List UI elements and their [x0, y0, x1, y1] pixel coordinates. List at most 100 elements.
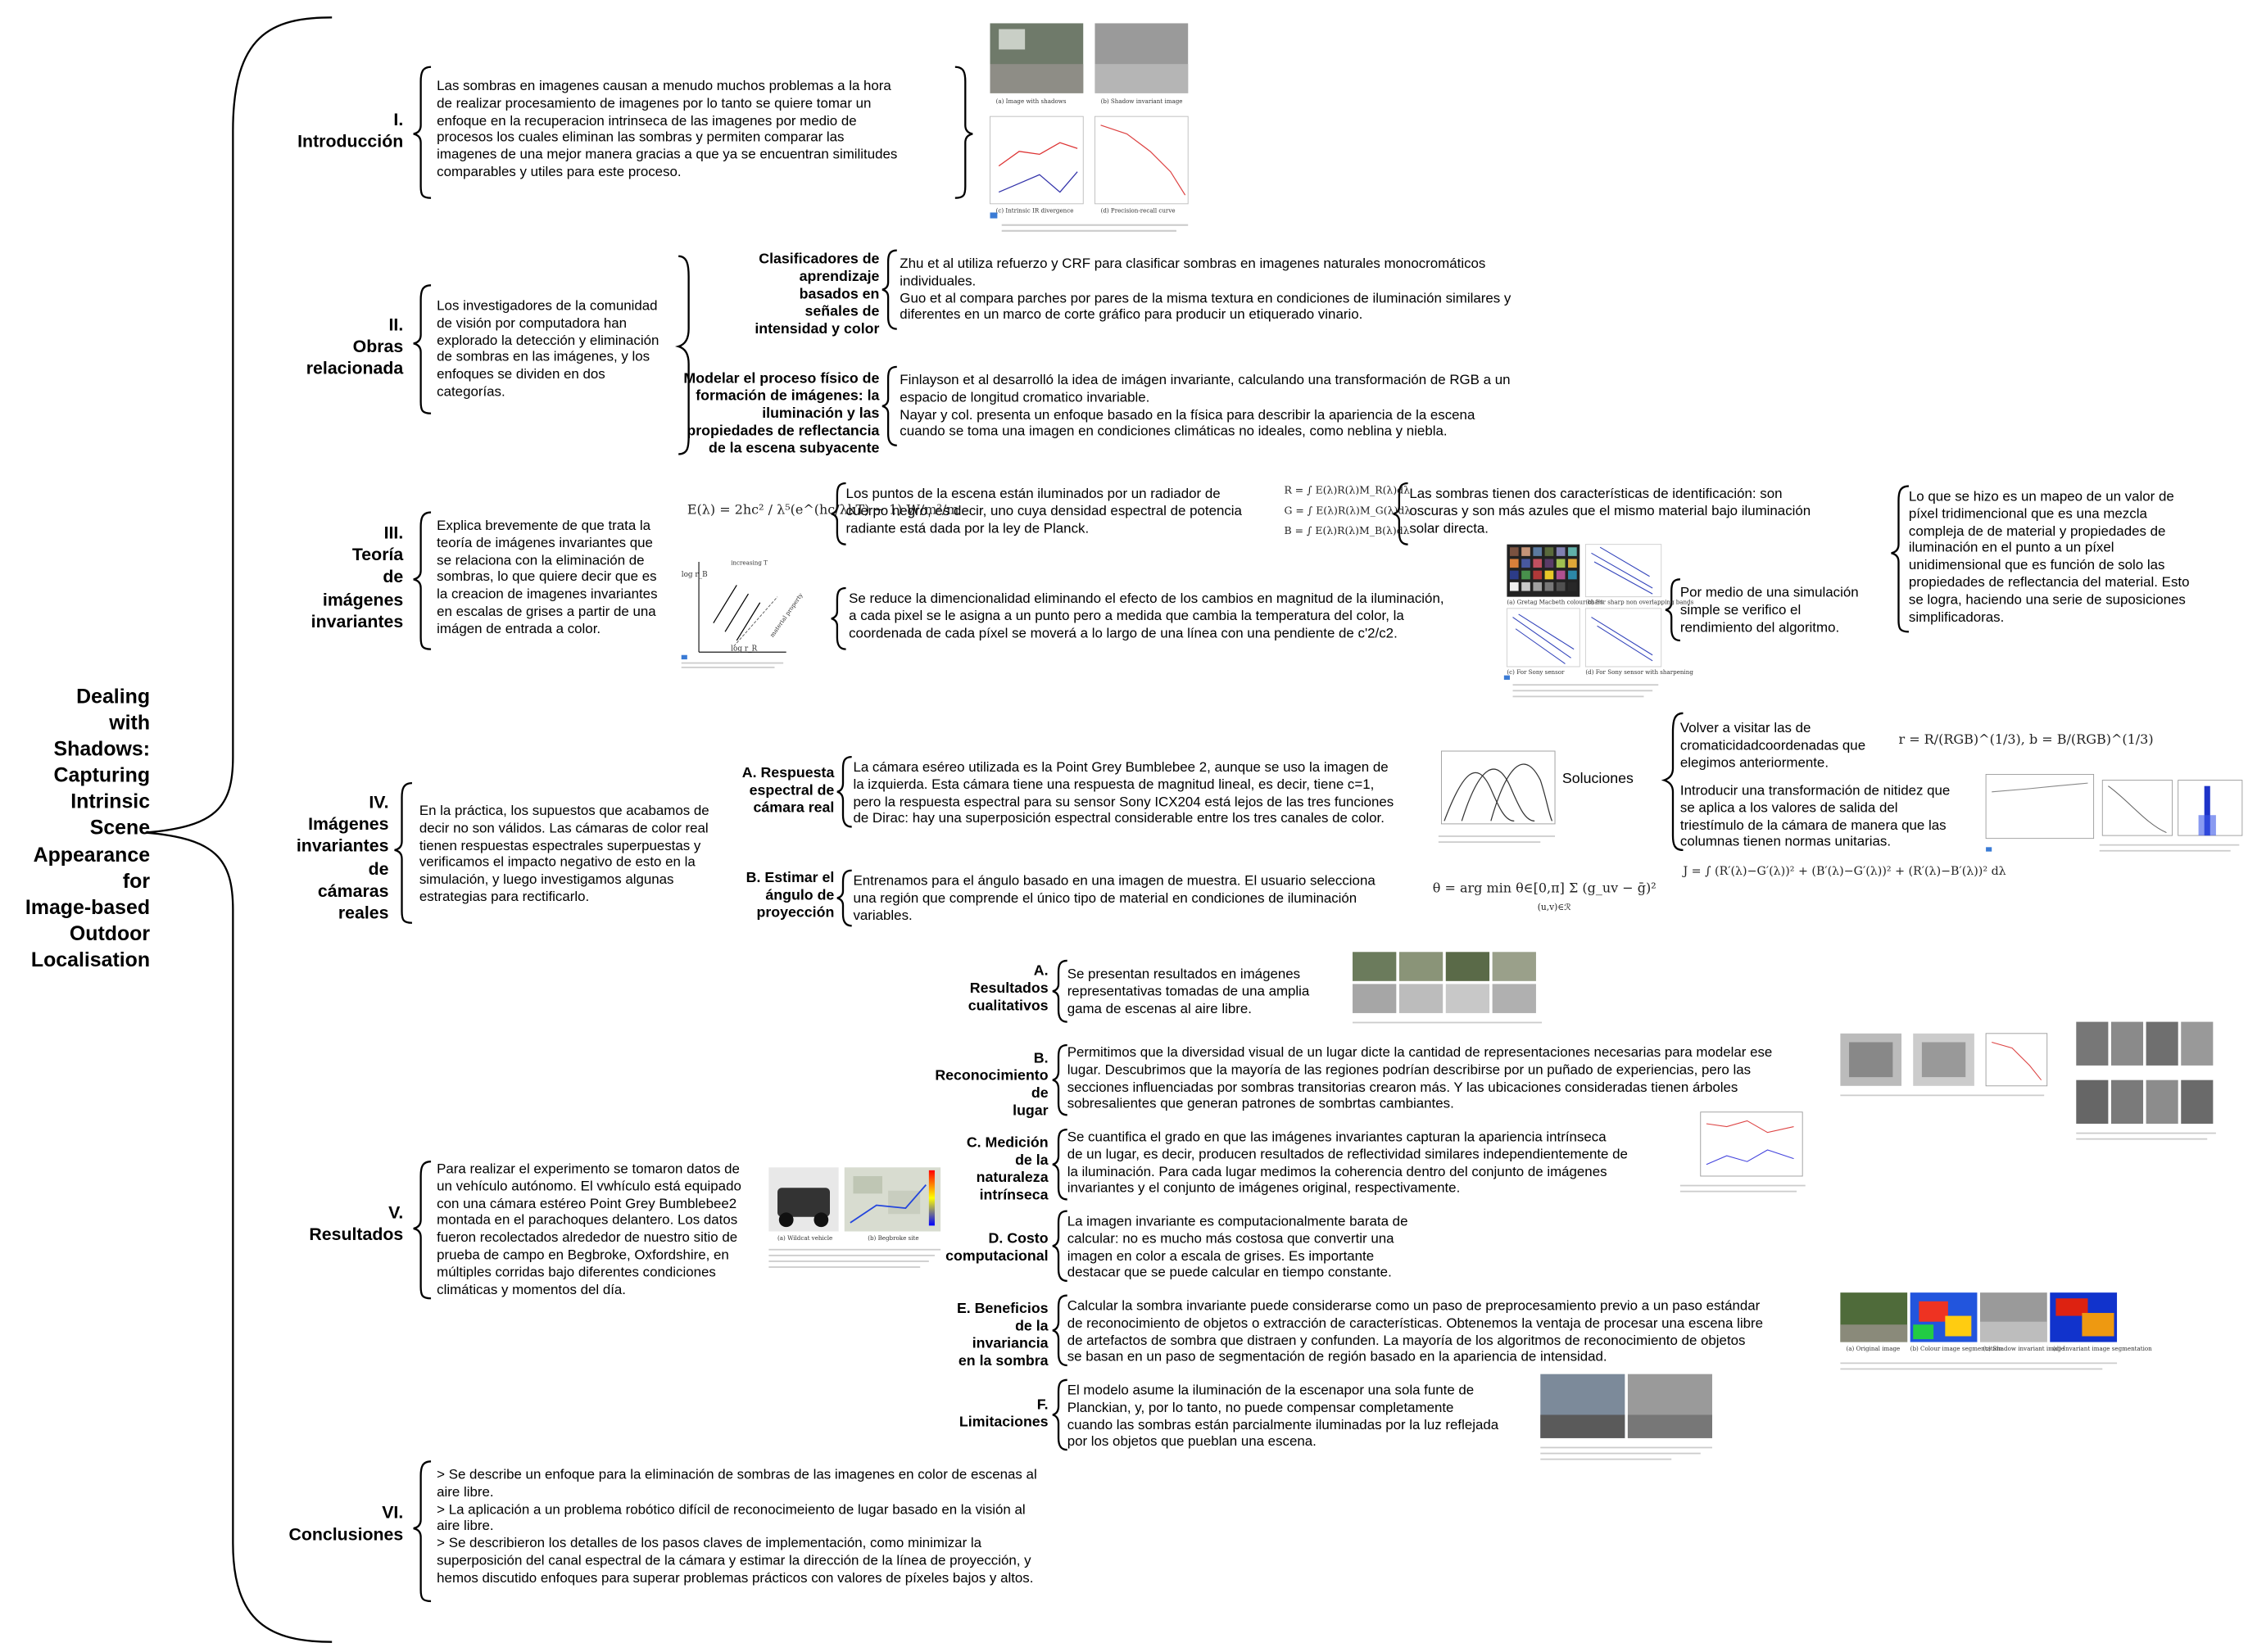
angle-equation: θ = arg min θ∈[0,π] Σ (g_uv − ḡ)² — [1432, 881, 1657, 897]
colour-swatch — [1521, 570, 1530, 580]
figure-caption: (c) Shadow invariant image — [1983, 1345, 2064, 1353]
colour-swatch — [1509, 547, 1519, 556]
colour-swatch — [1568, 559, 1577, 568]
section-title-conclusiones: VI.Conclusiones — [288, 1502, 404, 1545]
simulation-figure: (a) Gretag Macbeth colour chart (b) For … — [1501, 539, 1693, 717]
colour-swatch — [1521, 559, 1530, 568]
sharpening-equation: J = ∫ (R′(λ)−G′(λ))² + (B′(λ)−G′(λ))² + … — [1683, 864, 2006, 878]
colour-swatch — [1533, 547, 1543, 556]
vehicle-figure: (a) Wildcat vehicle (b) Begbroke site — [766, 1165, 944, 1299]
figure-caption: (a) Image with shadows — [995, 97, 1067, 105]
section-text-conclusiones: > Se describe un enfoque para la elimina… — [437, 1467, 1037, 1586]
section-text-resultados: Para realizar el experimento se tomaron … — [437, 1161, 741, 1298]
reduce-text: Se reduce la dimencionalidad eliminando … — [849, 591, 1444, 642]
colour-swatch — [1568, 570, 1577, 580]
sub-text-clasificadores: Zhu et al utiliza refuerzo y CRF para cl… — [900, 256, 1512, 324]
solution-2-text: Introducir una transformación de nitidez… — [1679, 783, 1951, 851]
colour-swatch — [1556, 559, 1566, 568]
section-title-resultados: V.Resultados — [309, 1202, 404, 1245]
figure-caption: (a) Gretag Macbeth colour chart — [1507, 598, 1603, 606]
colour-swatch — [1556, 570, 1566, 580]
figure-caption: (b) Colour image segmentation — [1910, 1345, 2002, 1353]
sub-text-modelar: Finlayson et al desarrolló la idea de im… — [900, 372, 1511, 441]
section-text-introduccion: Las sombras en imagenes causan a menudo … — [437, 78, 898, 181]
sub-text-respuesta-espectral: La cámara eséreo utilizada es la Point G… — [853, 759, 1394, 828]
sub-text-medicion: Se cuantifica el grado en que las imágen… — [1067, 1129, 1628, 1197]
colour-swatch — [1509, 570, 1519, 580]
figure-caption: (c) For Sony sensor — [1507, 668, 1565, 676]
figure-caption: (d) Invariant image segmentation — [2052, 1345, 2152, 1353]
solutions-label: Soluciones — [1561, 771, 1634, 788]
figure-caption: (b) For sharp non overlapping bands — [1585, 598, 1694, 606]
axis-label-log-rr: log r_R — [731, 645, 758, 654]
colour-swatch — [1556, 582, 1566, 591]
coherence-figure — [1677, 1107, 1811, 1211]
colour-swatch — [1533, 570, 1543, 580]
colour-swatch — [1521, 547, 1530, 556]
sub-label-limitaciones: F.Limitaciones — [959, 1397, 1049, 1431]
sub-text-angulo: Entrenamos para el ángulo basado en una … — [853, 873, 1376, 924]
shadow-traits-text: Las sombras tienen dos características d… — [1409, 486, 1811, 537]
qualitative-results-figure — [1349, 949, 1548, 1031]
colour-swatch — [1509, 582, 1519, 591]
intro-figure: (a) Image with shadows (b) Shadow invari… — [987, 20, 1194, 239]
figure-caption: (b) Shadow invariant image — [1100, 97, 1183, 105]
sub-text-costo: La imagen invariante es computacionalmen… — [1067, 1214, 1408, 1282]
planck-text: Los puntos de la escena están iluminados… — [845, 486, 1242, 537]
limitations-figure — [1538, 1371, 1718, 1467]
colour-swatch — [1544, 570, 1554, 580]
colour-swatch — [1533, 582, 1543, 591]
mapping-text: Lo que se hizo es un mapeo de un valor d… — [1908, 489, 2190, 626]
label-increasing-t: increasing T — [731, 559, 768, 567]
angle-equation-subscript: (u,v)∈ℛ — [1537, 902, 1571, 913]
log-chromaticity-figure: log r_B log r_R increasing T material pr… — [678, 553, 804, 672]
colour-swatch — [1509, 559, 1519, 568]
colour-swatch — [1556, 547, 1566, 556]
colour-swatch — [1568, 547, 1577, 556]
colour-swatch — [1544, 547, 1554, 556]
place-photos-figure — [2074, 1019, 2222, 1150]
colour-swatch — [1568, 582, 1577, 591]
sub-text-beneficios: Calcular la sombra invariante puede cons… — [1067, 1298, 1764, 1366]
axis-label-log-rb: log r_B — [681, 570, 708, 580]
colour-swatch — [1544, 559, 1554, 568]
section-text-imagenes-reales: En la práctica, los supuestos que acabam… — [419, 803, 709, 906]
segmentation-figure: (a) Original image (b) Colour image segm… — [1838, 1290, 2152, 1374]
figure-caption: (c) Intrinsic IR divergence — [995, 206, 1074, 215]
colour-swatch — [1544, 582, 1554, 591]
figure-caption: (d) Precision-recall curve — [1100, 206, 1176, 215]
sharpening-figure — [1983, 772, 2246, 862]
chromaticity-equation: r = R/(RGB)^(1/3), b = B/(RGB)^(1/3) — [1898, 733, 2154, 749]
sub-text-limitaciones: El modelo asume la iluminación de la esc… — [1067, 1383, 1499, 1451]
figure-caption: (a) Wildcat vehicle — [777, 1234, 833, 1242]
figure-caption: (d) For Sony sensor with sharpening — [1585, 668, 1693, 676]
section-title-introduccion: I.Introducción — [297, 109, 404, 152]
colour-swatch — [1533, 559, 1543, 568]
sub-text-reconocimiento: Permitimos que la diversidad visual de u… — [1067, 1045, 1773, 1113]
spectral-response-figure — [1433, 745, 1561, 850]
planck-equation: E(λ) = 2hc² / λ⁵(e^(hc/λkT) − 1) W/m²/m — [687, 503, 959, 518]
figure-caption: (b) Begbroke site — [868, 1234, 919, 1242]
place-recognition-figure — [1838, 1030, 2053, 1112]
